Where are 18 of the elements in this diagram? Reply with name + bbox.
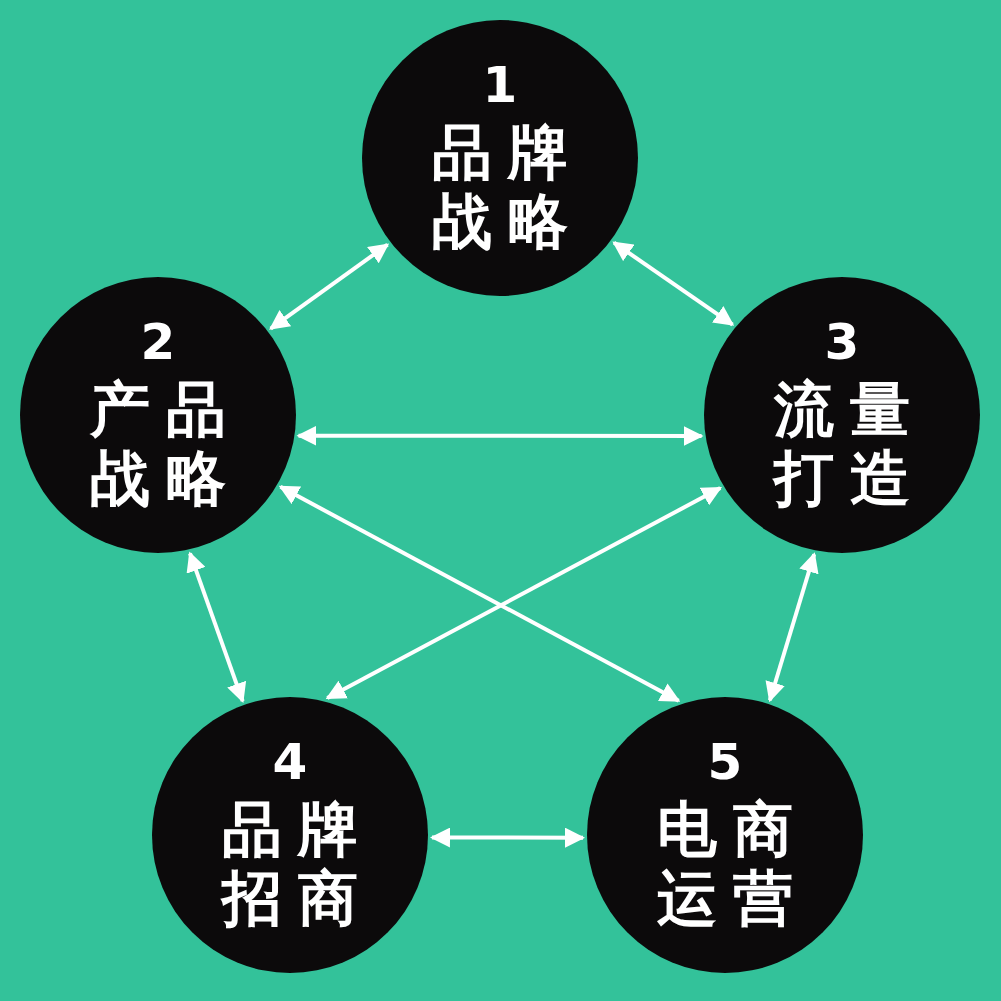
double-arrow bbox=[278, 485, 681, 703]
double-arrow bbox=[325, 486, 722, 700]
double-arrow bbox=[430, 827, 585, 848]
step-number: 5 bbox=[707, 737, 743, 787]
double-arrow bbox=[186, 551, 247, 703]
double-arrow bbox=[269, 243, 390, 331]
double-arrow bbox=[296, 425, 704, 446]
double-arrow bbox=[765, 552, 819, 703]
step-label: 产品战略 bbox=[89, 375, 243, 513]
step-number: 1 bbox=[482, 60, 518, 110]
step-label: 品牌战略 bbox=[431, 118, 585, 256]
step-number: 2 bbox=[140, 317, 176, 367]
step-label: 流量打造 bbox=[771, 375, 927, 513]
step-label: 电商运营 bbox=[656, 795, 810, 933]
step-number: 4 bbox=[272, 737, 308, 787]
step-label: 品牌招商 bbox=[219, 795, 375, 933]
double-arrow bbox=[612, 241, 735, 327]
step-number: 3 bbox=[824, 317, 860, 367]
